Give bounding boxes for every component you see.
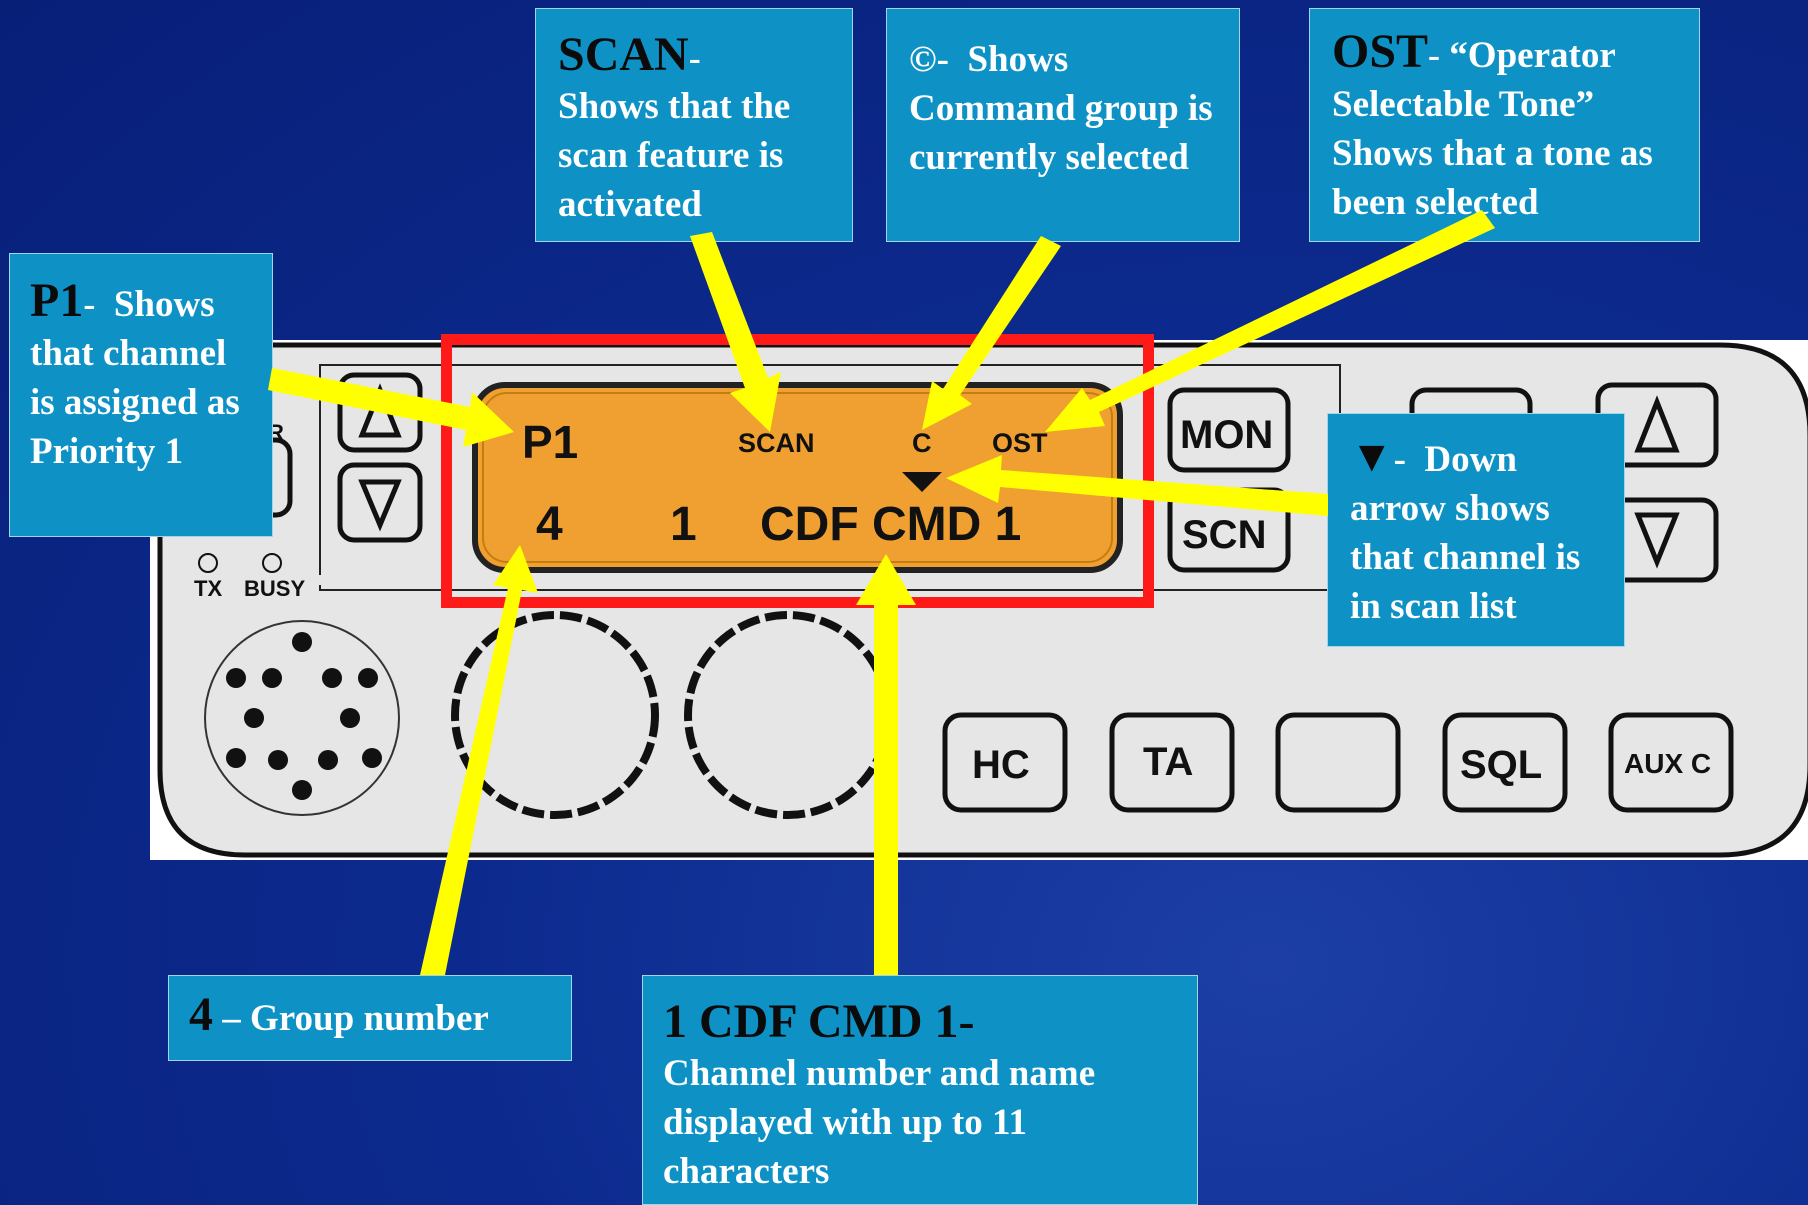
ta-button[interactable] — [1109, 712, 1235, 813]
callout-channel-body: Channel number and name displayed with u… — [663, 1053, 1096, 1192]
lcd-c: C — [912, 428, 932, 458]
callout-group: 4 – Group number — [168, 975, 572, 1061]
busy-label: BUSY — [244, 576, 305, 601]
callout-group-lead: 4 — [189, 988, 213, 1041]
callout-p1-lead: P1 — [30, 274, 84, 327]
hc-button[interactable] — [942, 712, 1068, 813]
arrow-scan — [690, 232, 781, 432]
callout-command-body: Shows Command group is currently selecte… — [909, 39, 1213, 178]
speaker-holes — [226, 632, 382, 800]
lcd-group-number: 4 — [536, 498, 563, 551]
arrow-p1 — [268, 368, 514, 447]
arrow-ost — [1045, 210, 1495, 432]
lcd-highlight-box — [441, 334, 1154, 608]
callout-channel-lead: 1 CDF CMD 1 — [663, 995, 959, 1048]
arrow-channel — [856, 554, 916, 975]
callout-p1-body: Shows that channel is assigned as Priori… — [30, 284, 240, 472]
sql-button[interactable] — [1442, 712, 1568, 813]
callout-channel: 1 CDF CMD 1- Channel number and name dis… — [642, 975, 1198, 1205]
tx-label: TX — [194, 576, 222, 601]
lcd-channel-name: CDF CMD 1 — [760, 498, 1021, 551]
arrow-down-indicator — [946, 455, 1328, 516]
lcd-ost: OST — [992, 428, 1048, 458]
blank-button[interactable] — [1275, 712, 1401, 813]
scn-button-label: SCN — [1182, 513, 1266, 557]
mon-button-label: MON — [1180, 413, 1273, 457]
callout-group-body: – Group number — [213, 998, 489, 1039]
callout-ost-lead: OST — [1332, 25, 1429, 78]
lcd-scan: SCAN — [738, 428, 815, 458]
down-triangle-icon — [1634, 512, 1680, 569]
volume-knob[interactable] — [451, 611, 659, 819]
arrow-group — [420, 545, 538, 975]
callout-p1: P1- Shows that channel is assigned as Pr… — [9, 253, 273, 537]
callout-down-arrow-lead: ▼ — [1350, 432, 1394, 481]
callout-ost-body: “Operator Selectable Tone” Shows that a … — [1332, 35, 1653, 223]
callout-down-arrow-body: Down arrow shows that channel is in scan… — [1350, 439, 1581, 627]
aux-button-label: AUX C — [1624, 748, 1711, 779]
hc-button-label: HC — [972, 743, 1030, 787]
up-triangle-icon — [1634, 395, 1680, 453]
arrow-command — [922, 236, 1061, 430]
callout-scan-lead: SCAN — [558, 28, 689, 81]
lcd-down-arrow-icon — [902, 472, 942, 492]
callout-scan: SCAN- Shows that the scan feature is act… — [535, 8, 853, 242]
mon-button[interactable] — [1167, 387, 1291, 473]
sql-button-label: SQL — [1460, 743, 1542, 787]
callout-command: ©- Shows Command group is currently sele… — [886, 8, 1240, 242]
callout-down-arrow: ▼- Down arrow shows that channel is in s… — [1327, 413, 1625, 647]
tx-led — [198, 553, 218, 573]
callout-ost: OST- “Operator Selectable Tone” Shows th… — [1309, 8, 1700, 242]
speaker-grille — [204, 620, 400, 816]
group-down-button[interactable] — [337, 462, 423, 543]
callout-command-lead: © — [909, 39, 937, 80]
callout-scan-body: Shows that the scan feature is activated — [558, 86, 791, 225]
aux-button[interactable] — [1608, 712, 1734, 813]
down-triangle-icon — [358, 479, 402, 532]
ta-button-label: TA — [1143, 740, 1193, 784]
lcd-display — [472, 382, 1123, 573]
lcd-channel-number: 1 — [670, 498, 697, 551]
lcd-p1: P1 — [522, 416, 578, 468]
busy-led — [262, 553, 282, 573]
